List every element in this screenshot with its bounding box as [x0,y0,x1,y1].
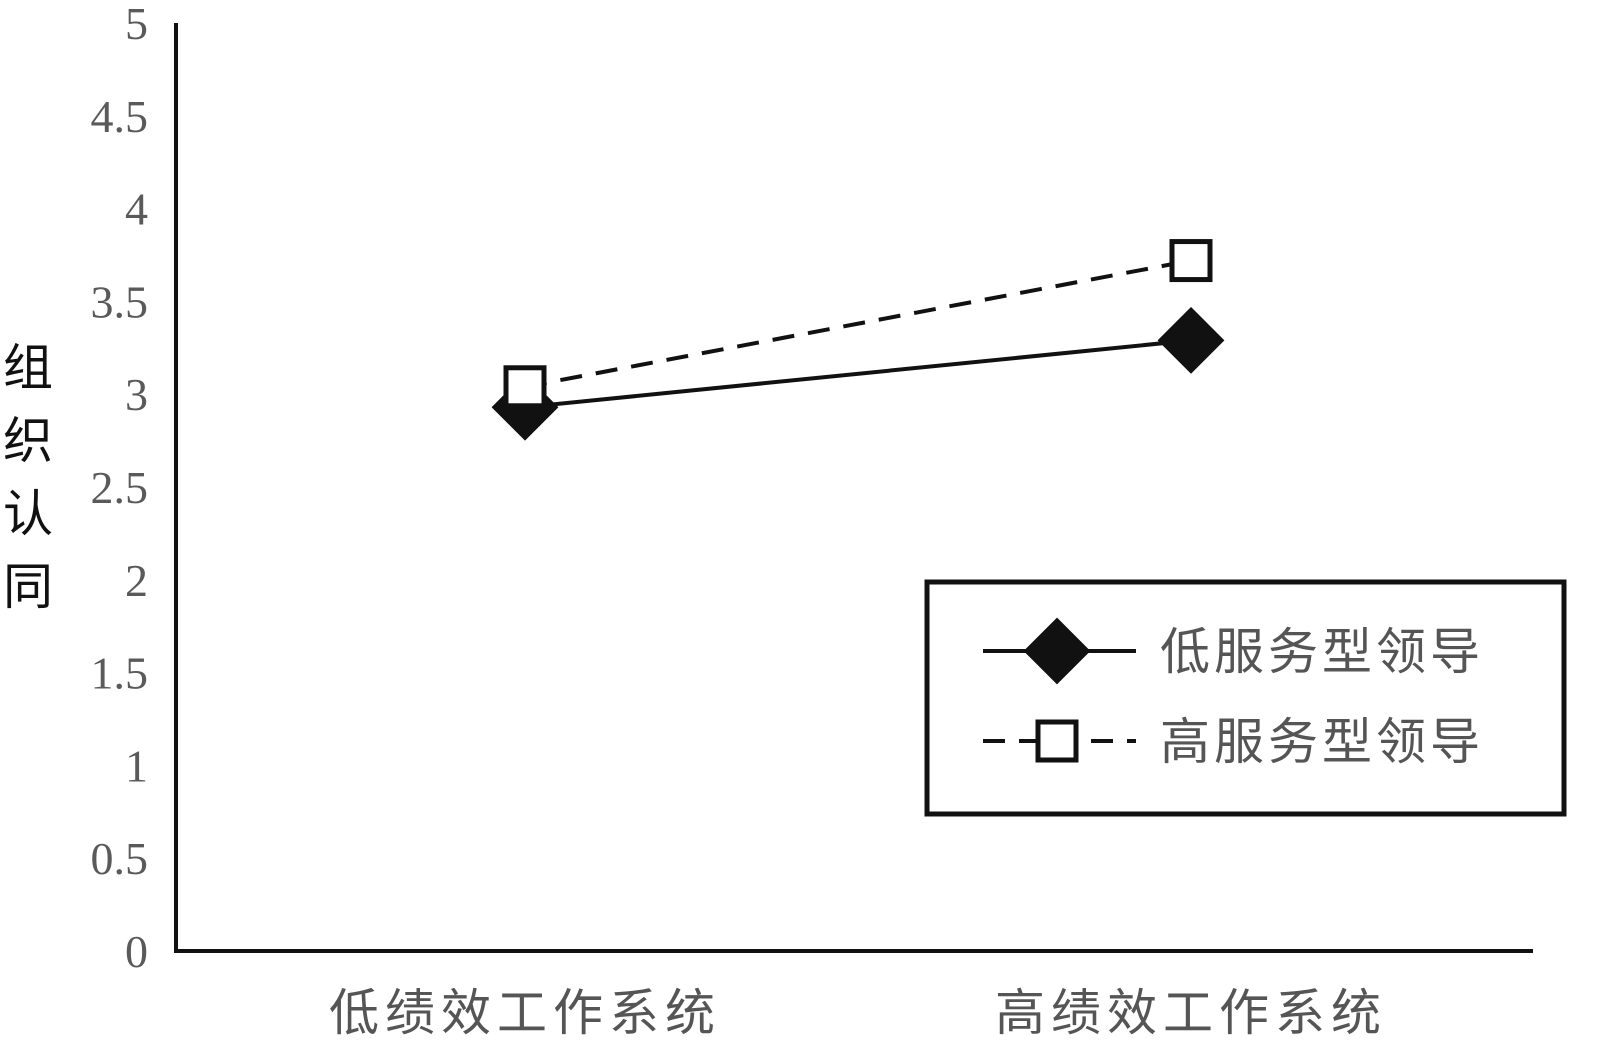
y-tick-label: 4 [125,184,148,235]
y-tick-labels: 0 0.5 1 1.5 2 2.5 3 3.5 4 4.5 5 [91,0,149,977]
y-axis-title-char: 同 [3,558,53,616]
data-point-square [1169,239,1213,283]
legend-marker-square [1035,719,1079,763]
legend-box [924,579,1567,817]
y-tick-label: 3 [125,369,148,420]
y-tick-label: 1.5 [91,648,149,699]
y-tick-label: 1 [125,740,148,791]
axes [174,23,1533,953]
y-axis-title-char: 认 [3,485,53,543]
y-axis-title-char: 织 [3,412,53,470]
y-axis-title: 组织认同 [3,339,53,616]
y-tick-label: 0.5 [91,833,149,884]
legend-label: 低服务型领导 [1160,623,1484,681]
series-group [491,239,1225,441]
y-axis-label: 组织认同 [3,339,53,616]
y-tick-label: 2 [125,555,148,606]
series-line [524,258,1192,389]
y-tick-label: 2.5 [91,462,149,513]
legend-label: 高服务型领导 [1160,713,1484,771]
x-category-labels: 低绩效工作系统 高绩效工作系统 [329,984,1387,1042]
data-point-diamond [1157,306,1225,374]
y-tick-label: 4.5 [91,91,149,142]
y-tick-label: 3.5 [91,276,149,327]
legend-item-2: 高服务型领导 [983,713,1484,771]
data-point-square [503,365,547,409]
x-category-label: 高绩效工作系统 [995,984,1387,1042]
y-axis-title-char: 组 [3,339,53,397]
legend-marker-diamond [1023,617,1091,685]
y-tick-label: 0 [125,926,148,977]
y-tick-label: 5 [125,0,148,49]
x-category-label: 低绩效工作系统 [329,984,721,1042]
legend-item-1: 低服务型领导 [983,617,1484,685]
series-2 [503,239,1213,409]
series-line [524,338,1192,410]
